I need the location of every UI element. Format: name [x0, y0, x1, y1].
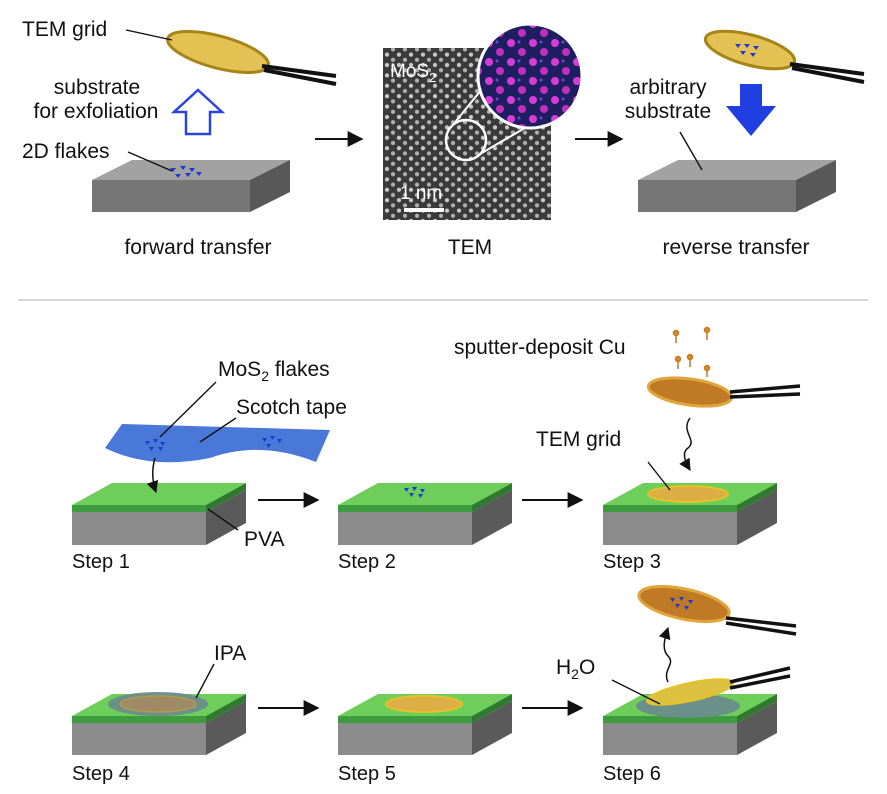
mos2-image-label: MoS2: [390, 61, 437, 85]
inset-border: [476, 22, 584, 130]
scale-bar-label: 1 nm: [400, 183, 443, 204]
arbitrary-leader-line: [679, 131, 703, 171]
step1-down-arrow: [146, 457, 159, 494]
arbitrary-label-line1: arbitrary: [629, 76, 707, 99]
tem-grid-leader-line: [125, 29, 173, 41]
forward-substrate-slab: [92, 160, 290, 212]
lifted-tem-grid: [637, 584, 797, 636]
step6-up-arrow: [658, 626, 672, 683]
mos2-flakes-label: MoS2 flakes: [218, 358, 330, 385]
step1-slab: [72, 483, 246, 545]
scotch-tape: [105, 424, 330, 463]
tem-magnified-inset: [478, 24, 582, 128]
reverse-caption: reverse transfer: [662, 236, 810, 259]
arbitrary-label-line2: substrate: [624, 100, 712, 123]
step2-slab: [338, 483, 512, 545]
step-6-label: Step 6: [603, 763, 661, 785]
step-2-label: Step 2: [338, 551, 396, 573]
step3-slab: [603, 483, 777, 545]
step-3-label: Step 3: [603, 551, 661, 573]
forward-caption: forward transfer: [124, 236, 272, 259]
scale-bar: [404, 208, 444, 212]
tem-grid-label: TEM grid: [22, 18, 108, 41]
substrate-label-line2: for exfoliation: [33, 100, 159, 123]
step4-slab: [72, 692, 246, 755]
step-5-label: Step 5: [338, 763, 396, 785]
tem-zoom-circle: [444, 118, 488, 162]
flakes-label: 2D flakes: [22, 140, 110, 163]
water-label: H2O: [556, 656, 596, 683]
forward-tem-grid: [166, 30, 337, 86]
step-4-label: Step 4: [72, 763, 130, 785]
pva-leader-line: [207, 508, 239, 531]
step3-tem-grid-label: TEM grid: [536, 428, 622, 451]
substrate-label-line1: substrate: [53, 76, 141, 99]
scotch-tape-leader-line: [199, 417, 237, 443]
hollow-up-arrow-icon: [170, 88, 226, 136]
pva-label: PVA: [244, 528, 285, 551]
sputter-label: sputter-deposit Cu: [454, 336, 626, 359]
ipa-leader-line: [195, 663, 215, 699]
reverse-substrate-slab: [638, 160, 836, 212]
forward-2d-flakes: [170, 166, 202, 178]
copper-particles: [672, 326, 711, 377]
scotch-tape-label: Scotch tape: [236, 396, 347, 419]
sputter-tem-grid: [646, 376, 801, 408]
flakes-leader-line: [127, 151, 173, 172]
tem-caption: TEM: [447, 236, 493, 259]
tape-flakes: [145, 436, 282, 451]
ipa-label: IPA: [214, 642, 247, 665]
water-leader-line: [611, 679, 661, 705]
step-1-label: Step 1: [72, 551, 130, 573]
step5-slab: [338, 694, 512, 755]
step3-grid-leader-line: [647, 461, 671, 491]
step3-down-arrow: [679, 417, 692, 472]
reverse-tem-grid: [703, 29, 865, 84]
step6-slab: [603, 666, 791, 755]
mos2-flakes-leader-line: [159, 381, 217, 438]
filled-down-arrow-icon: [726, 84, 776, 136]
